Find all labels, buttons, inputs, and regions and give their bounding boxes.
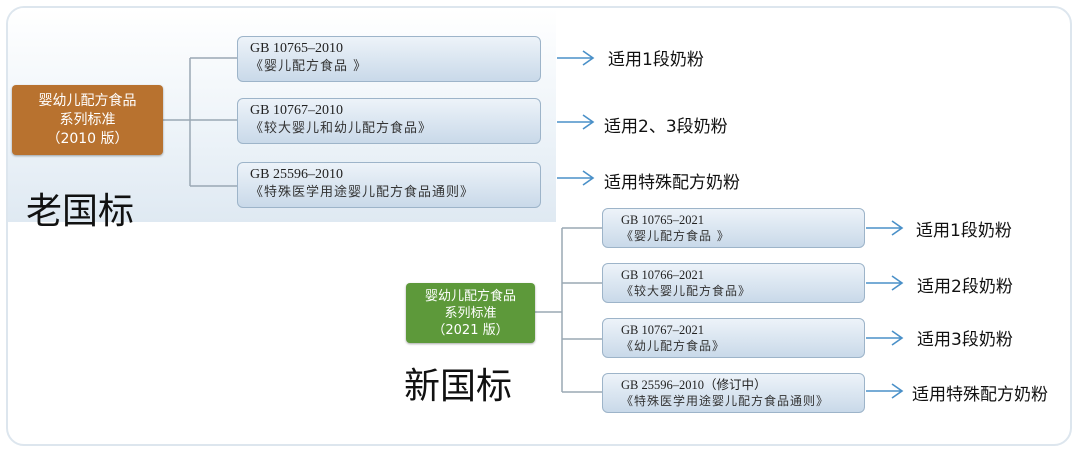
old-std-box-2: GB 10767–2010 《较大婴儿和幼儿配方食品》	[237, 98, 541, 144]
old-root-line1: 婴幼儿配方食品	[38, 92, 137, 109]
old-target-3: 适用特殊配方奶粉	[604, 173, 740, 193]
new-std-box-3: GB 10767–2021 《幼儿配方食品》	[602, 318, 865, 358]
std-code: GB 10765–2021	[621, 213, 704, 227]
std-code: GB 10767–2010	[250, 103, 343, 118]
new-target-2: 适用2段奶粉	[917, 277, 1013, 297]
std-code: GB 10767–2021	[621, 323, 704, 337]
std-name: 《特殊医学用途婴儿配方食品通则》	[250, 185, 475, 200]
new-target-3: 适用3段奶粉	[917, 330, 1013, 350]
old-std-box-1: GB 10765–2010 《婴儿配方食品 》	[237, 36, 541, 82]
new-standard-title: 新国标	[404, 366, 513, 407]
old-root-line3: （2010 版）	[46, 130, 129, 147]
arrow-new-1	[866, 220, 904, 236]
new-std-box-4: GB 25596–2010（修订中） 《特殊医学用途婴儿配方食品通则》	[602, 373, 865, 413]
std-name: 《较大婴儿配方食品》	[621, 284, 752, 298]
old-root-line2: 系列标准	[59, 111, 116, 128]
old-target-2: 适用2、3段奶粉	[604, 117, 728, 137]
std-code: GB 10766–2021	[621, 268, 704, 282]
std-name: 《特殊医学用途婴儿配方食品通则》	[621, 394, 830, 408]
new-target-1: 适用1段奶粉	[916, 221, 1012, 241]
old-target-1: 适用1段奶粉	[608, 50, 704, 70]
new-root-line3: （2021 版）	[432, 322, 509, 338]
std-name: 《婴儿配方食品 》	[250, 59, 368, 74]
arrow-old-2	[557, 114, 595, 130]
new-root-line1: 婴幼儿配方食品	[424, 288, 516, 304]
std-code: GB 25596–2010（修订中）	[621, 378, 767, 392]
new-std-box-1: GB 10765–2021 《婴儿配方食品 》	[602, 208, 865, 248]
new-target-4: 适用特殊配方奶粉	[912, 385, 1048, 405]
new-root-line2: 系列标准	[444, 305, 497, 321]
std-name: 《婴儿配方食品 》	[621, 229, 730, 243]
arrow-new-3	[866, 330, 904, 346]
new-root-box: 婴幼儿配方食品 系列标准 （2021 版）	[406, 283, 535, 343]
std-code: GB 10765–2010	[250, 41, 343, 56]
old-std-box-3: GB 25596–2010 《特殊医学用途婴儿配方食品通则》	[237, 162, 541, 208]
std-code: GB 25596–2010	[250, 167, 343, 182]
new-std-box-2: GB 10766–2021 《较大婴儿配方食品》	[602, 263, 865, 303]
arrow-new-2	[866, 275, 904, 291]
old-root-box: 婴幼儿配方食品 系列标准 （2010 版）	[12, 85, 163, 155]
old-standard-title: 老国标	[26, 191, 135, 232]
std-name: 《较大婴儿和幼儿配方食品》	[250, 121, 433, 136]
arrow-old-1	[557, 50, 595, 66]
arrow-new-4	[866, 383, 904, 399]
std-name: 《幼儿配方食品》	[621, 339, 726, 353]
arrow-old-3	[557, 170, 595, 186]
